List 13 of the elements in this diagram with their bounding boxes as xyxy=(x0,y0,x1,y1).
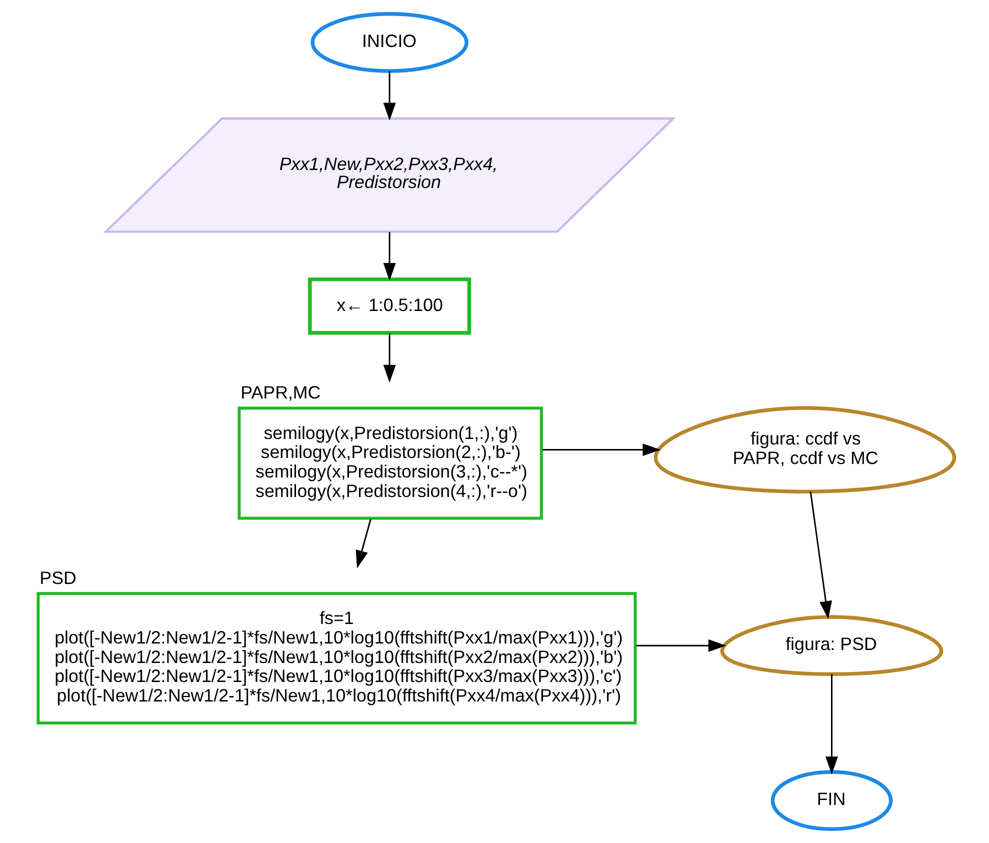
arrow xyxy=(542,444,660,456)
node-ellipse: FIN xyxy=(770,770,892,831)
arrow xyxy=(382,232,396,281)
arrow xyxy=(382,333,396,383)
node-label: PSD xyxy=(39,568,76,588)
node-ellipse: INICIO xyxy=(310,12,468,73)
arrow xyxy=(382,71,396,121)
node-label: PAPR,MC xyxy=(240,382,320,403)
arrow xyxy=(355,519,371,568)
arrow xyxy=(809,492,832,619)
node-box: x← 1:0.5:100 xyxy=(308,277,471,335)
arrow xyxy=(824,674,838,774)
arrow xyxy=(636,639,726,652)
